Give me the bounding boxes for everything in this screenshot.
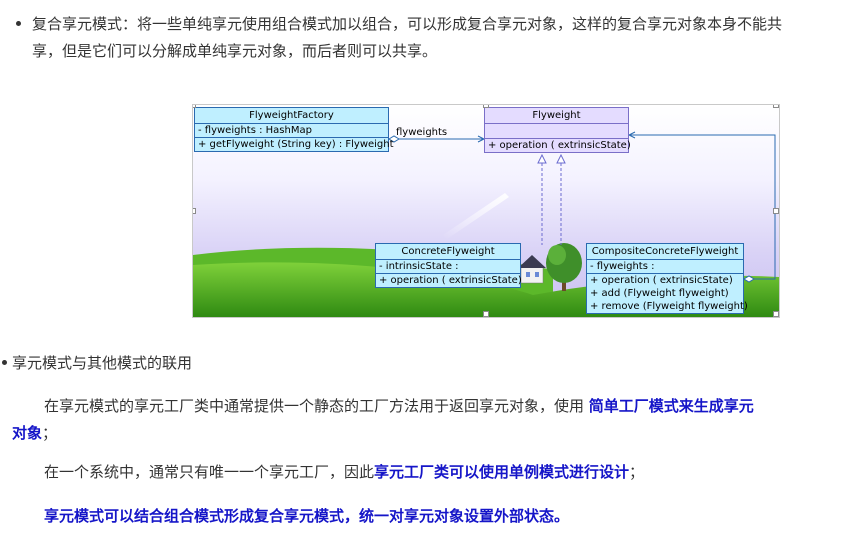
operations-section: + operation ( extrinsicState) [376,274,522,287]
emphasis-text: 简单工厂模式来生成享元 [588,397,754,415]
emphasis-text: 享元工厂类可以使用单例模式进行设计 [374,463,630,481]
composite-arrowhead [627,131,636,139]
paragraph-singleton: 在一个系统中，通常只有唯一一个享元工厂，因此享元工厂类可以使用单例模式进行设计； [44,458,644,486]
attributes-section: - flyweights : HashMap [195,124,388,138]
operation: + add (Flyweight flyweight) [590,288,729,299]
operation: + operation ( extrinsicState) [488,140,631,151]
paragraph-factory-line1: 在享元模式的享元工厂类中通常提供一个静态的工厂方法用于返回享元对象，使用 简单工… [44,392,754,420]
attributes-section: - intrinsicState : [376,260,520,274]
operation: + getFlyweight (String key) : Flyweight [198,139,394,150]
light-streak [443,193,509,239]
selection-handle [483,311,489,317]
class-name: FlyweightFactory [195,108,388,124]
interface-name: Flyweight [485,108,628,124]
attributes-section [485,124,628,139]
operation: + operation ( extrinsicState) [379,275,522,286]
composite-flyweight-description-line2: 享，但是它们可以分解成单纯享元对象，而后者则可以共享。 [32,42,438,60]
composite-flyweight-description-line1: 复合享元模式：将一些单纯享元使用组合模式加以组合，可以形成复合享元对象，这样的复… [32,15,783,33]
emphasis-text: 享元模式可以结合组合模式形成复合享元模式，统一对享元对象设置外部状态。 [44,507,570,525]
selection-handle [483,105,489,108]
uml-class-diagram: flyweights FlyweightFactory - flyweights… [192,104,780,318]
attribute: - intrinsicState : [379,261,459,272]
bullet-dot [16,21,21,26]
text: 在一个系统中，通常只有唯一一个享元工厂，因此 [44,463,375,481]
class-concrete-flyweight: ConcreteFlyweight - intrinsicState : + o… [375,243,522,288]
paragraph-factory-line2: 对象； [12,419,57,447]
text: ； [629,463,645,481]
operations-section: + operation ( extrinsicState) + add (Fly… [587,274,748,313]
class-name: ConcreteFlyweight [376,244,520,260]
operation: + operation ( extrinsicState) [590,275,733,286]
selection-handle [193,105,196,108]
attributes-section: - flyweights : [587,260,743,274]
tree-illustration [546,243,582,291]
interface-flyweight: Flyweight + operation ( extrinsicState) [484,107,631,153]
realization-triangle-concrete [537,153,547,164]
operations-section: + getFlyweight (String key) : Flyweight [195,138,394,151]
bullet-dot [2,360,7,365]
attribute: - flyweights : [590,261,655,272]
class-name: CompositeConcreteFlyweight [587,244,743,260]
text: ； [42,424,58,442]
section-heading: 享元模式与其他模式的联用 [12,354,193,372]
operations-section: + operation ( extrinsicState) [485,139,631,152]
paragraph-composite: 享元模式可以结合组合模式形成复合享元模式，统一对享元对象设置外部状态。 [44,502,569,530]
selection-handle [193,208,196,214]
association-label: flyweights [396,127,448,138]
selection-handle [773,105,779,108]
composite-aggregation-line [629,134,776,280]
class-composite-concrete-flyweight: CompositeConcreteFlyweight - flyweights … [586,243,748,314]
attribute: - flyweights : HashMap [198,125,312,136]
realization-triangle-composite [556,153,566,164]
selection-handle [773,311,779,317]
text: 在享元模式的享元工厂类中通常提供一个静态的工厂方法用于返回享元对象，使用 [44,397,589,415]
aggregation-diamond-factory [388,135,400,143]
selection-handle [773,208,779,214]
class-flyweight-factory: FlyweightFactory - flyweights : HashMap … [194,107,394,152]
aggregation-diamond-composite [743,275,755,283]
house-illustration [518,255,546,284]
operation: + remove (Flyweight flyweight) [590,301,748,312]
emphasis-text: 对象 [12,424,43,442]
diagram-connectors [388,131,776,283]
